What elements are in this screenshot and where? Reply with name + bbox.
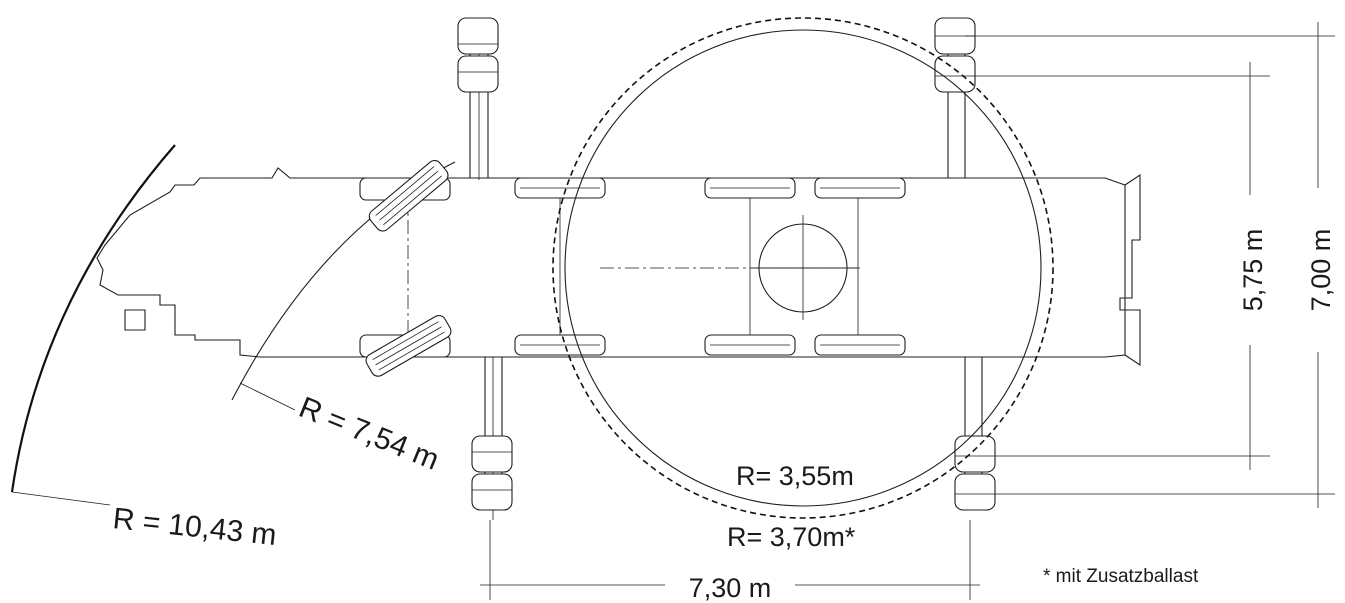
turning-circle-standard [564, 29, 1042, 507]
footnote-label: * mit Zusatzballast [1043, 566, 1199, 587]
wheels [514, 177, 906, 356]
outrigger-inner-label: 5,75 m [1238, 229, 1268, 312]
outrigger-rear-top [934, 17, 976, 178]
radius-inner-label: R = 7,54 m [294, 391, 443, 477]
radius-circle-ballast-label: R= 3,70m* [727, 522, 856, 552]
crane-body [96, 167, 1141, 367]
inner-radius-leader [239, 382, 296, 411]
outrigger-dimensions [965, 22, 1335, 508]
axles [559, 196, 859, 335]
outrigger-front-top [457, 17, 499, 180]
outer-turning-radius-arc [10, 144, 176, 493]
radius-circle-label: R= 3,55m [736, 461, 854, 491]
turning-circle-with-ballast [552, 17, 1054, 519]
outrigger-outer-label: 7,00 m [1306, 229, 1336, 312]
width-dimension [480, 520, 980, 600]
outrigger-front-bottom [471, 357, 513, 520]
outrigger-rear-bottom [954, 357, 996, 511]
width-dimension-label: 7,30 m [689, 573, 772, 603]
outer-radius-leader [11, 491, 111, 506]
steered-wheels [359, 159, 452, 377]
radius-outer-label: R = 10,43 m [111, 502, 278, 552]
